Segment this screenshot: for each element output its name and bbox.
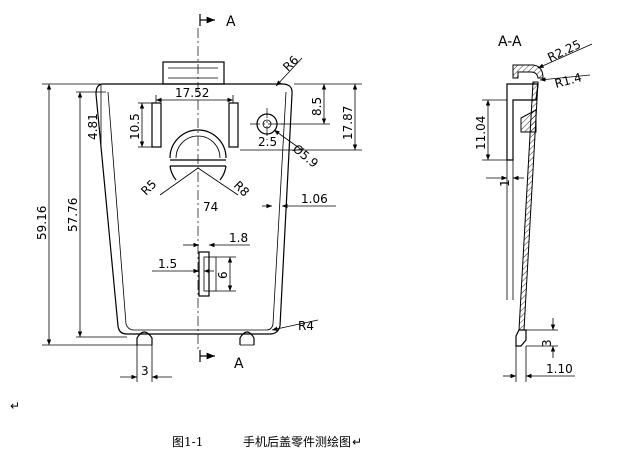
dim-inner-radius-text: R1.4 bbox=[553, 70, 583, 91]
dim-top-offset: 4.81 bbox=[86, 84, 102, 144]
dim-inner-radius: R1.4 bbox=[539, 70, 591, 91]
caption-text: 手机后盖零件测绘图 bbox=[243, 434, 351, 449]
section-label-top: A bbox=[226, 14, 236, 30]
dim-hole-diameter-text: Ø5.9 bbox=[290, 142, 321, 171]
dim-center-mark-text: 74 bbox=[203, 200, 218, 214]
dim-section-height-text: 11.04 bbox=[474, 116, 488, 150]
section-top-hook bbox=[512, 64, 544, 79]
dim-bottom-tab: 3 bbox=[120, 345, 172, 382]
center-slot bbox=[198, 251, 217, 297]
dim-width-top-text: 17.52 bbox=[175, 86, 209, 100]
dim-tab-width-text: 1.10 bbox=[546, 362, 573, 376]
slot-right bbox=[228, 102, 239, 148]
dim-bottom-radius-text: R4 bbox=[298, 319, 314, 333]
dim-corner-radius-text: R6 bbox=[280, 53, 301, 74]
dim-slot-len: 6 bbox=[216, 256, 236, 292]
dim-inner-height: 57.76 bbox=[66, 91, 127, 338]
dim-slot-height-text: 10.5 bbox=[128, 113, 142, 140]
caption-paragraph-mark: ↵ bbox=[352, 435, 362, 449]
bottom-tab-right bbox=[239, 331, 255, 345]
bottom-tab-left bbox=[136, 331, 153, 345]
dim-total-height-text: 59.16 bbox=[35, 206, 49, 240]
dim-right-height: 17.87 bbox=[240, 83, 362, 151]
dim-hole-offset-text: 8.5 bbox=[310, 97, 324, 116]
dim-rim-text: 1.06 bbox=[301, 192, 328, 206]
dim-arc-right-text: R8 bbox=[231, 178, 252, 199]
dim-right-height-text: 17.87 bbox=[341, 106, 355, 140]
dim-corner-radius: R6 bbox=[275, 53, 303, 87]
front-view: A bbox=[35, 14, 362, 382]
section-view-title: A-A bbox=[498, 34, 522, 50]
dim-slot-height: 10.5 bbox=[128, 102, 152, 148]
figure-caption: 图1-1 手机后盖零件测绘图 ↵ bbox=[172, 434, 362, 449]
dim-hole-offset: 8.5 bbox=[278, 83, 330, 125]
slot-left bbox=[151, 102, 162, 148]
inner-outline bbox=[107, 91, 287, 331]
section-foot bbox=[515, 329, 527, 347]
dim-top-radius: R2.25 bbox=[537, 37, 593, 69]
dim-top-offset-text: 4.81 bbox=[86, 113, 100, 140]
dim-tab-width: 1.10 bbox=[503, 346, 575, 382]
dim-bottom-radius: R4 bbox=[271, 319, 319, 333]
dim-slot-width: 1.8 bbox=[183, 231, 250, 248]
dim-section-height: 11.04 bbox=[474, 99, 507, 161]
dim-slot-width-text: 1.8 bbox=[229, 231, 248, 245]
section-inner-detail bbox=[520, 109, 537, 133]
dim-top-radius-text: R2.25 bbox=[545, 37, 583, 65]
dim-inner-height-text: 57.76 bbox=[66, 198, 80, 232]
dim-rim: 1.06 bbox=[262, 192, 336, 209]
section-view: A-A R2.25 R1.4 11.04 bbox=[474, 34, 593, 382]
outer-outline bbox=[95, 83, 293, 335]
section-marker-bottom: A bbox=[199, 350, 244, 372]
round-hole bbox=[250, 108, 284, 140]
dim-width-top: 17.52 bbox=[155, 86, 234, 103]
dim-wall-text: 1 bbox=[498, 179, 512, 187]
dim-slot-left-text: 1.5 bbox=[158, 257, 177, 271]
dim-bottom-tab-text: 3 bbox=[141, 364, 149, 378]
top-clip bbox=[162, 61, 225, 85]
dim-arc-left-text: R5 bbox=[138, 177, 159, 198]
dim-hole-small-text: 2.5 bbox=[258, 135, 277, 149]
center-arc-feature bbox=[159, 129, 239, 196]
dim-wall: 1 bbox=[486, 175, 524, 187]
dim-tab-height: 3 bbox=[526, 318, 558, 358]
dim-slot-left: 1.5 bbox=[152, 257, 214, 274]
section-marker-top: A bbox=[199, 14, 236, 30]
caption-number: 图1-1 bbox=[172, 435, 203, 449]
paragraph-mark: ↵ bbox=[10, 399, 20, 413]
section-label-bottom: A bbox=[234, 356, 244, 372]
dim-slot-len-text: 6 bbox=[216, 271, 230, 279]
dim-total-height: 59.16 bbox=[35, 83, 137, 346]
dim-tab-height-text: 3 bbox=[540, 339, 554, 347]
